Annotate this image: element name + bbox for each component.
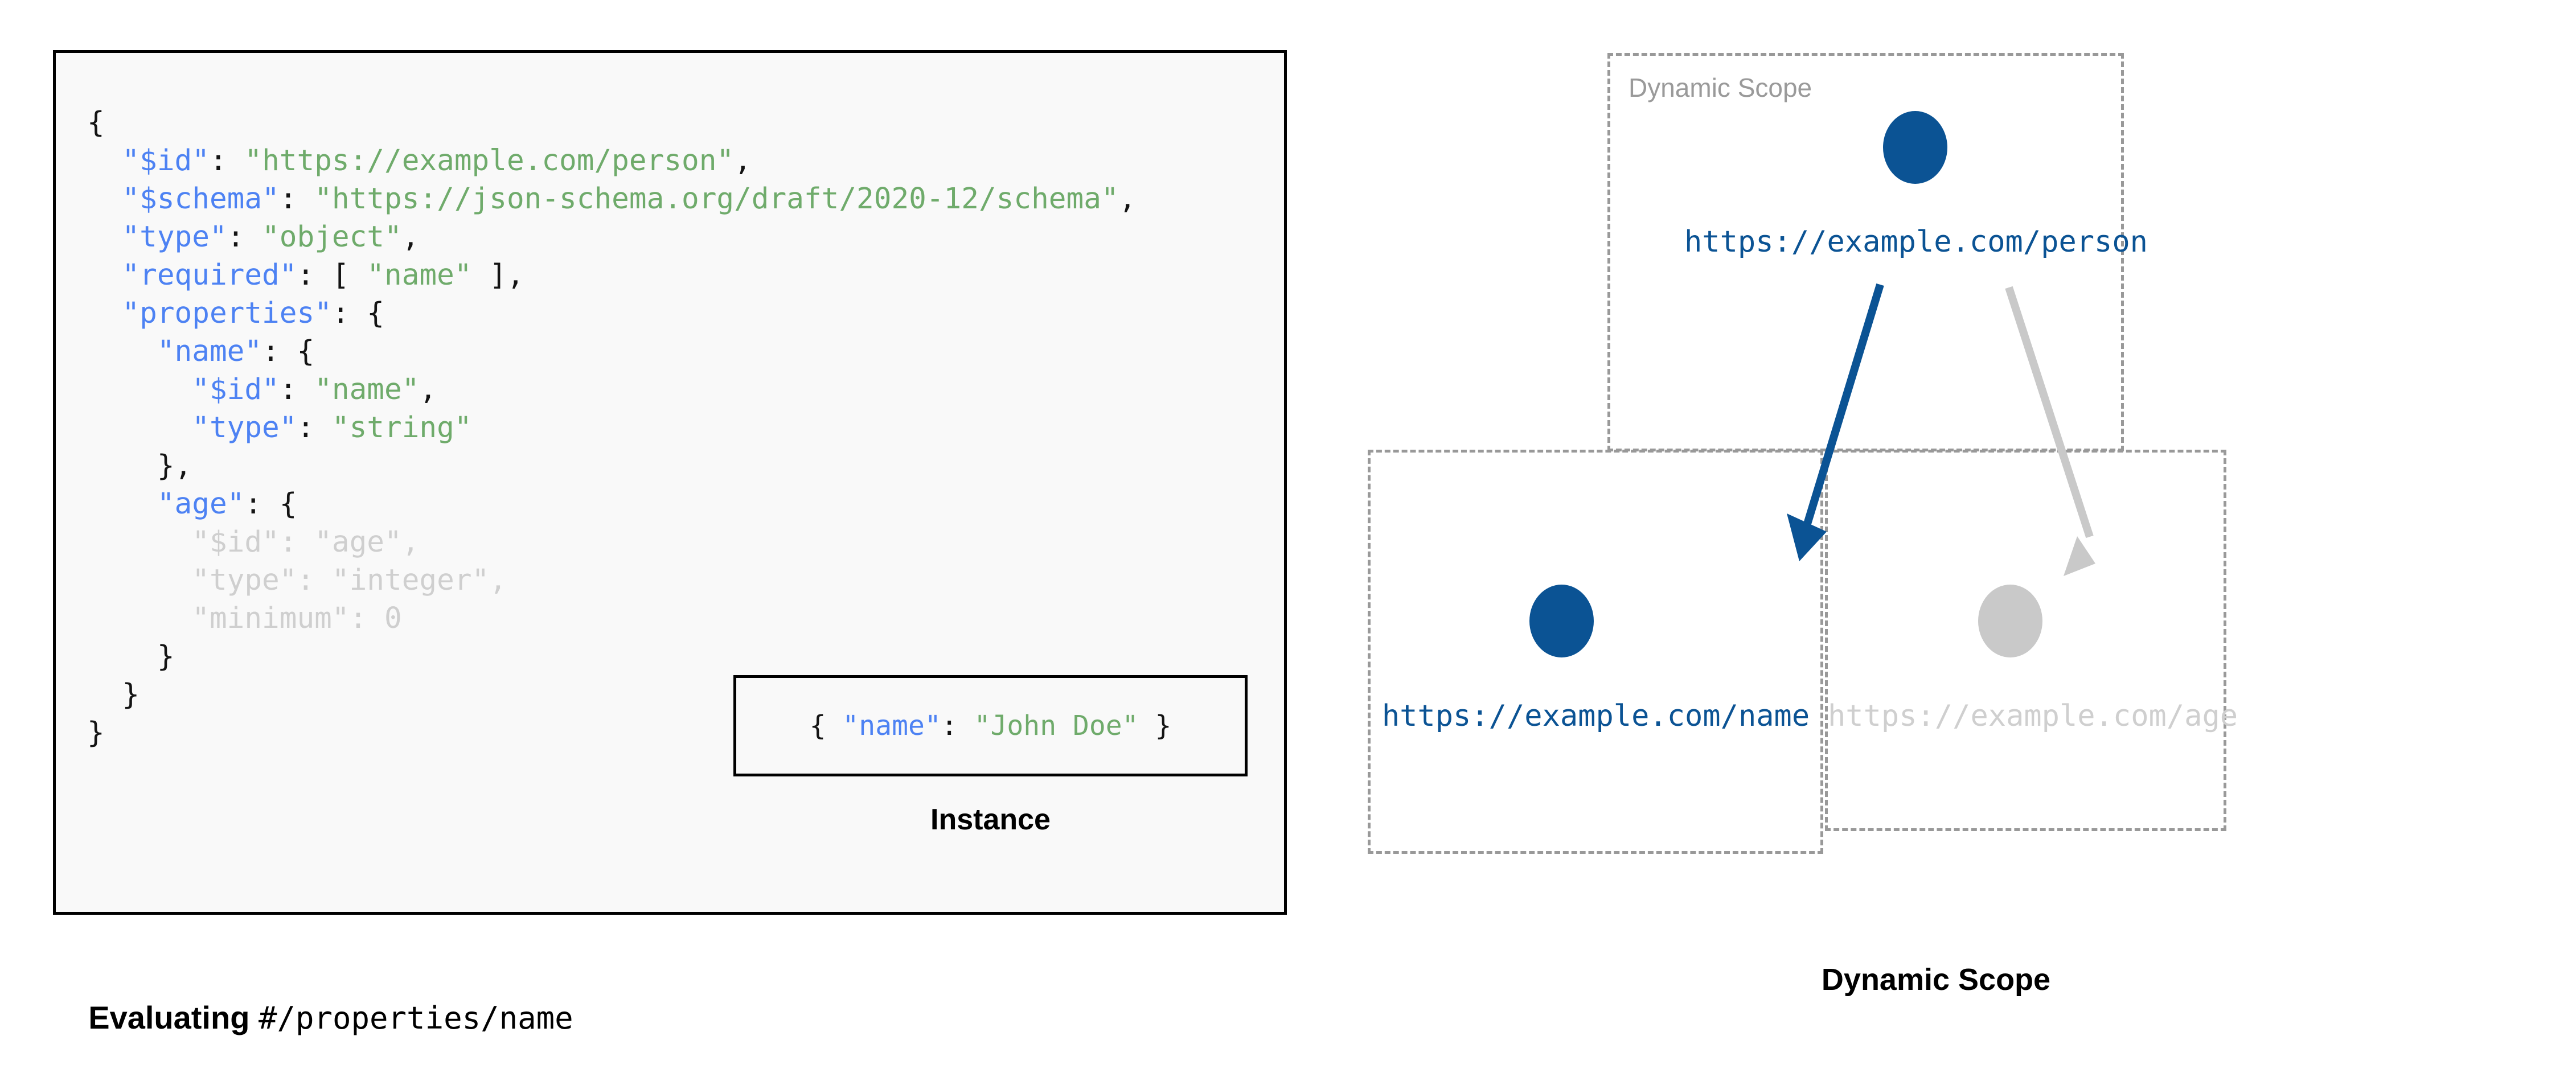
code-token: : { — [262, 335, 315, 368]
code-token: "name" — [367, 258, 472, 292]
code-token: "$id" — [122, 144, 210, 178]
code-line: "age": { — [87, 485, 1136, 523]
code-token: "https://example.com/person" — [244, 144, 735, 178]
instance-caption: Instance — [930, 803, 1051, 836]
code-token — [87, 564, 192, 597]
code-token — [87, 297, 122, 330]
code-token: } — [87, 640, 175, 673]
schema-panel: { "$id": "https://example.com/person", "… — [0, 0, 1310, 1053]
code-line: "type": "object", — [87, 218, 1136, 256]
code-line: } — [87, 638, 1136, 676]
code-line: { — [87, 104, 1136, 142]
code-line: "type": "string" — [87, 409, 1136, 447]
code-token: "string" — [331, 411, 472, 445]
code-line: "$id": "https://example.com/person", — [87, 142, 1136, 180]
instance-box: { "name": "John Doe" } — [733, 675, 1248, 776]
code-token — [87, 487, 157, 521]
schema-code-box: { "$id": "https://example.com/person", "… — [53, 50, 1287, 915]
code-token: "required" — [122, 258, 297, 292]
code-token — [87, 602, 192, 635]
dynamic-scope-caption: Dynamic Scope — [1821, 963, 2051, 997]
code-token — [87, 220, 122, 254]
code-token — [87, 411, 192, 445]
code-token: "age" — [314, 525, 402, 559]
code-token: : — [349, 602, 384, 635]
code-token: , — [489, 564, 507, 597]
code-token: "name" — [157, 335, 262, 368]
node-circle-age — [1978, 585, 2042, 657]
code-token: : — [297, 564, 332, 597]
node-label-person: https://example.com/person — [1684, 225, 2148, 259]
scope-box-name — [1368, 450, 1823, 854]
code-token: } — [87, 678, 140, 712]
code-token: "name" — [842, 710, 941, 742]
node-circle-name — [1529, 585, 1594, 657]
code-token: { — [809, 710, 843, 742]
node-label-name: https://example.com/name — [1381, 699, 1810, 733]
code-token: "type" — [122, 220, 227, 254]
code-token: : — [297, 411, 332, 445]
code-line: "name": { — [87, 332, 1136, 371]
code-line: "minimum": 0 — [87, 599, 1136, 638]
code-token: : — [279, 182, 315, 216]
code-token: "type" — [192, 564, 297, 597]
code-token: } — [1138, 710, 1172, 742]
code-token: "minimum" — [192, 602, 350, 635]
code-token: : — [227, 220, 262, 254]
code-token: "name" — [314, 373, 420, 406]
schema-code-listing: { "$id": "https://example.com/person", "… — [87, 104, 1136, 752]
node-circle-person — [1883, 111, 1947, 184]
code-token: "$schema" — [122, 182, 280, 216]
code-token: : — [279, 373, 315, 406]
code-token: 0 — [384, 602, 402, 635]
code-token — [87, 335, 157, 368]
code-line: "properties": { — [87, 294, 1136, 332]
code-line: "type": "integer", — [87, 561, 1136, 599]
code-token: "https://json-schema.org/draft/2020-12/s… — [314, 182, 1119, 216]
code-token: "object" — [262, 220, 402, 254]
code-token: , — [734, 144, 752, 178]
instance-code: { "name": "John Doe" } — [810, 710, 1172, 742]
code-line: "$schema": "https://json-schema.org/draf… — [87, 180, 1136, 218]
code-token — [87, 373, 192, 406]
code-token: "type" — [192, 411, 297, 445]
code-token: "integer" — [331, 564, 490, 597]
code-token: "age" — [157, 487, 245, 521]
code-token: , — [1118, 182, 1137, 216]
code-token: } — [87, 716, 105, 750]
code-token — [87, 144, 122, 178]
code-token: { — [87, 106, 105, 139]
code-token — [87, 258, 122, 292]
dynamic-scope-panel: Dynamic Scope https://example.com/person… — [1310, 0, 2576, 1053]
code-token: "$id" — [192, 373, 280, 406]
node-label-age: https://example.com/age — [1828, 699, 2238, 733]
code-token: , — [401, 525, 420, 559]
code-token: : { — [331, 297, 385, 330]
code-line: }, — [87, 447, 1136, 485]
code-token: : — [941, 710, 974, 742]
evaluating-caption-pointer: #/properties/name — [258, 1000, 573, 1036]
code-token: : — [209, 144, 245, 178]
evaluating-caption: Evaluating #/properties/name — [53, 962, 1287, 1073]
code-token: "John Doe" — [974, 710, 1139, 742]
code-token: ], — [471, 258, 524, 292]
code-token: : { — [244, 487, 297, 521]
code-token: "properties" — [122, 297, 332, 330]
code-token — [87, 182, 122, 216]
code-token: : — [279, 525, 315, 559]
code-token: : [ — [297, 258, 367, 292]
code-token: }, — [87, 449, 192, 483]
code-line: "$id": "name", — [87, 371, 1136, 409]
code-line: } — [87, 714, 1136, 752]
code-line: "required": [ "name" ], — [87, 256, 1136, 294]
code-token: "$id" — [192, 525, 280, 559]
evaluating-caption-bold: Evaluating — [88, 1000, 259, 1035]
code-line: } — [87, 676, 1136, 714]
code-token — [87, 525, 192, 559]
code-token: , — [419, 373, 437, 406]
code-token: , — [401, 220, 420, 254]
code-line: "$id": "age", — [87, 523, 1136, 561]
scope-box-label: Dynamic Scope — [1629, 73, 1812, 102]
